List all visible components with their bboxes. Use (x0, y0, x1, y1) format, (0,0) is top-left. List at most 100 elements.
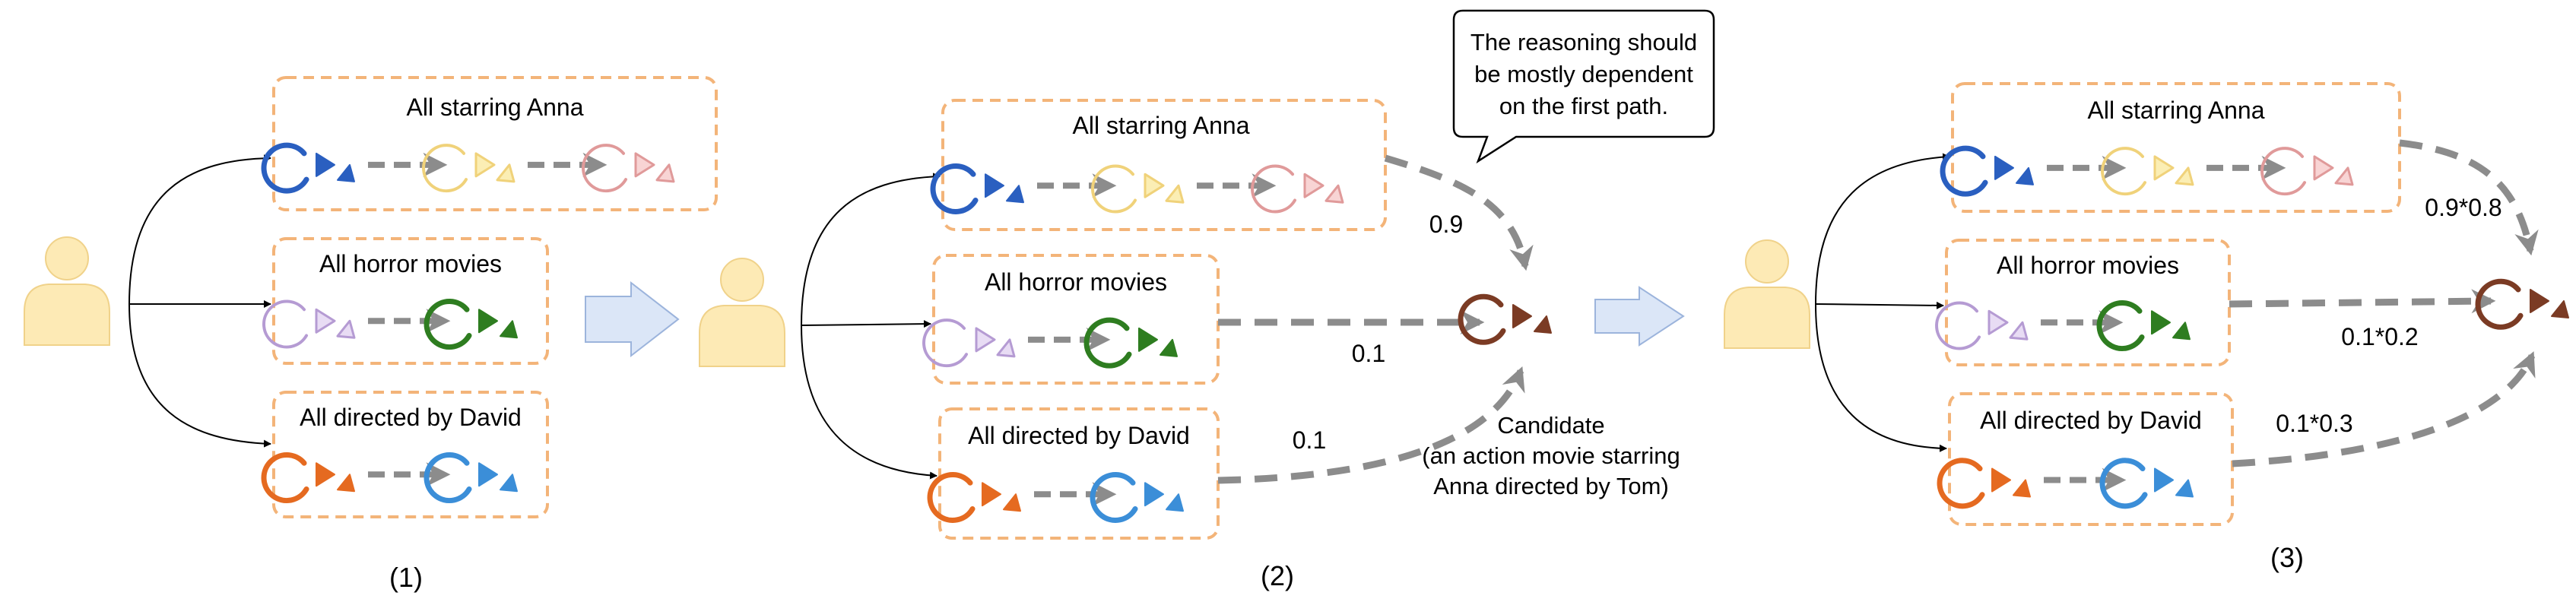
refresh-arc (930, 163, 979, 214)
play-outline-icon (1935, 301, 2029, 350)
play-triangle (2153, 155, 2175, 181)
branch-arrow-top (801, 173, 941, 326)
group-directed-by-david: All directed by David (927, 407, 1220, 540)
play-triangle (1994, 155, 2014, 180)
play-triangle (985, 173, 1004, 198)
play-triangle (315, 308, 336, 334)
branch-arrow-middle (801, 320, 931, 328)
refresh-arrowhead (1003, 493, 1021, 512)
group-label: All directed by David (968, 422, 1190, 449)
play-triangle (1138, 327, 1158, 352)
play-triangle (316, 152, 335, 177)
refresh-arc (2096, 300, 2145, 352)
refresh-arc (262, 299, 309, 349)
path-arrow-anna-to-candidate (1384, 154, 1534, 271)
branch-arrow-bottom (801, 325, 937, 480)
refresh-arrowhead (2016, 166, 2034, 185)
refresh-arc (582, 144, 628, 193)
weight-label-horror: 0.1*0.2 (2341, 323, 2418, 350)
candidate-label-line-1: Candidate (1497, 412, 1604, 439)
path-arrow-david-to-candidate (1217, 366, 1525, 484)
refresh-arrowhead (1534, 315, 1552, 334)
play-filled-icon (1458, 293, 1552, 345)
weight-label-anna: 0.9 (1429, 211, 1463, 238)
group-directed-by-david: All directed by David (261, 391, 549, 518)
refresh-arc (1940, 145, 1988, 197)
group-label: All starring Anna (1072, 112, 1249, 139)
play-triangle (474, 152, 496, 178)
group-starring-anna: All starring Anna (261, 76, 718, 211)
refresh-arc (424, 452, 472, 504)
refresh-arrowhead (1006, 185, 1024, 204)
play-triangle (982, 482, 1001, 507)
user-avatar (699, 258, 785, 367)
play-triangle (2154, 467, 2174, 493)
play-filled-icon (1940, 145, 2034, 197)
group-directed-by-david: All directed by David (1937, 392, 2234, 526)
refresh-arrowhead (2175, 166, 2194, 186)
bubble-text-line-3: on the first path. (1499, 93, 1668, 119)
refresh-arc (2101, 147, 2147, 196)
caption-2: (2) (1261, 560, 1294, 591)
play-filled-icon (261, 452, 355, 504)
refresh-arrowhead (2551, 300, 2569, 318)
play-filled-icon (927, 471, 1021, 523)
play-outline-icon (422, 144, 516, 193)
transition-arrow-2 (1594, 286, 1685, 347)
group-label: All starring Anna (2087, 97, 2264, 124)
user-body (24, 284, 110, 346)
play-outline-icon (2101, 147, 2194, 196)
user-avatar (24, 236, 110, 346)
refresh-arrowhead (1160, 338, 1178, 357)
branch-arrow-bottom (128, 303, 271, 448)
play-filled-icon (424, 299, 518, 350)
play-filled-icon (1083, 317, 1178, 369)
refresh-arc (261, 452, 309, 504)
group-border (938, 407, 1220, 540)
transition-arrow-1 (585, 280, 680, 358)
refresh-arrowhead (2013, 479, 2031, 498)
refresh-arc (2475, 278, 2524, 330)
group-border (272, 237, 549, 365)
play-triangle (316, 462, 335, 487)
group-border (272, 391, 549, 518)
group-border (272, 76, 718, 211)
play-filled-icon (2096, 300, 2191, 352)
speech-bubble (1452, 9, 1715, 164)
user-head (45, 236, 89, 280)
refresh-arrowhead (2334, 166, 2354, 186)
weight-label-horror: 0.1 (1352, 340, 1385, 367)
path-arrow-anna-to-candidate (2399, 139, 2539, 256)
play-filled-icon (1937, 458, 2031, 509)
refresh-arc (1458, 293, 1506, 345)
candidate-label-line-3: Anna directed by Tom) (1433, 473, 1669, 499)
bubble-text-line-1: The reasoning should (1470, 29, 1697, 55)
play-triangle (975, 327, 996, 353)
path-arrow-david-to-candidate (2232, 351, 2536, 467)
panel-3: All starring Anna All horror movies All … (1724, 82, 2569, 573)
refresh-arc (2099, 458, 2148, 509)
refresh-arrowhead (496, 163, 516, 183)
refresh-arc (922, 318, 969, 368)
group-border (1945, 239, 2231, 366)
play-filled-icon (930, 163, 1024, 214)
branch-arrow-top (1815, 153, 1950, 305)
refresh-arc (1090, 471, 1138, 523)
user-head (720, 258, 764, 302)
play-outline-icon (922, 318, 1016, 368)
refresh-arrowhead (500, 320, 518, 339)
refresh-arc (2260, 147, 2307, 196)
play-triangle (2313, 155, 2334, 181)
group-label: All directed by David (300, 404, 522, 431)
play-triangle (1303, 173, 1324, 198)
group-border (941, 99, 1387, 231)
play-triangle (1512, 304, 1532, 328)
play-filled-icon (1090, 471, 1184, 523)
group-label: All horror movies (319, 250, 502, 277)
user-head (1745, 239, 1789, 284)
user-body (1724, 287, 1810, 349)
refresh-arc (1091, 164, 1137, 214)
bubble-text-line-2: be mostly dependent (1474, 61, 1693, 87)
weight-label-david: 0.1*0.3 (2276, 410, 2352, 437)
